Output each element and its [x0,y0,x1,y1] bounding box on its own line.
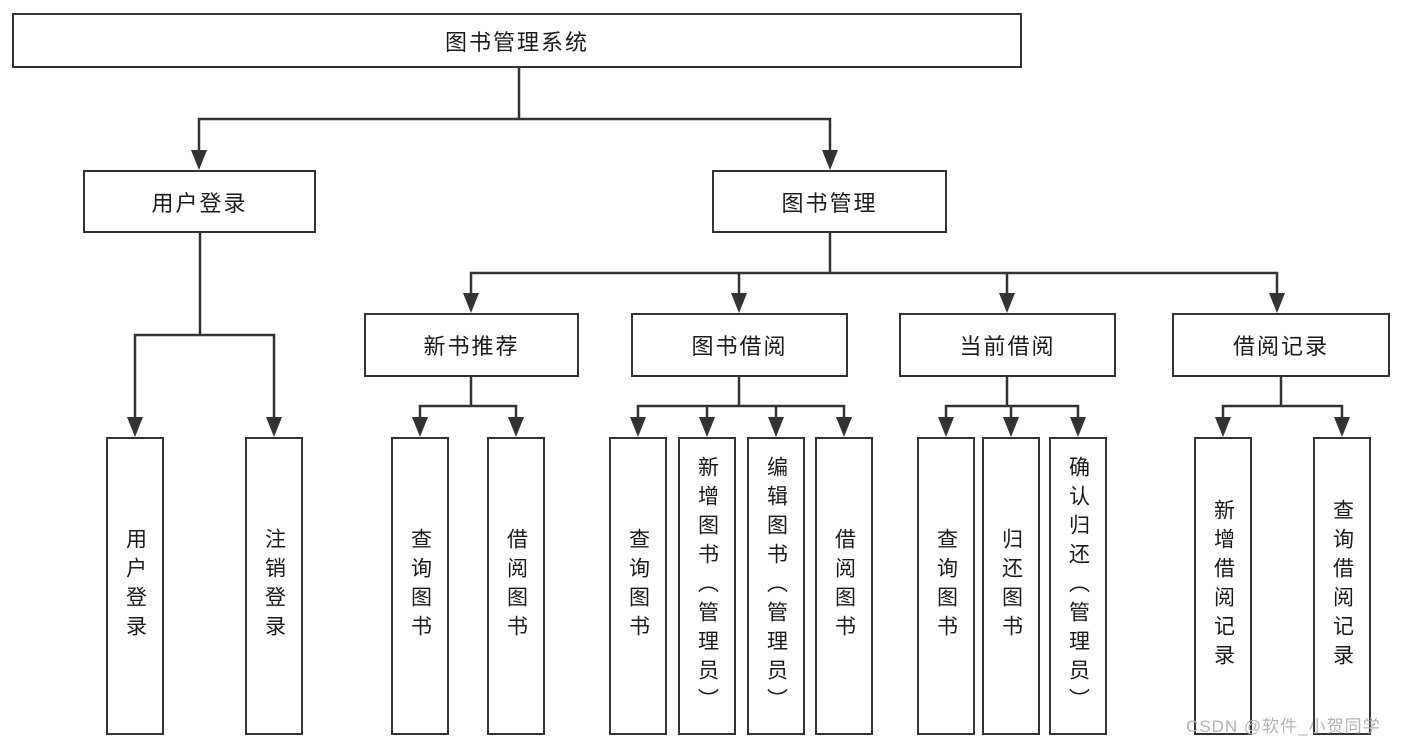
leaf-query-books-recommend-label: 查询图书 [408,528,432,644]
leaf-query-books-borrow: 查询图书 [609,437,667,735]
leaf-query-books-borrow-label: 查询图书 [626,528,650,644]
leaf-add-borrow-record-label: 新增借阅记录 [1211,499,1235,673]
leaf-add-borrow-record: 新增借阅记录 [1194,437,1252,735]
leaf-borrow-books-recommend-label: 借阅图书 [504,528,528,644]
leaf-query-books-current-label: 查询图书 [934,528,958,644]
leaf-borrow-books: 借阅图书 [815,437,873,735]
leaf-user-login: 用户登录 [106,437,164,735]
branch-current-borrow-label: 当前借阅 [959,334,1056,359]
branch-book-management-label: 图书管理 [781,190,878,216]
leaf-logout-label: 注销登录 [262,528,286,644]
leaf-user-login-label: 用户登录 [123,528,147,644]
leaf-add-book-admin: 新增图书（管理员） [678,437,736,735]
branch-new-book-recommend: 新书推荐 [364,313,579,377]
branch-borrow-records: 借阅记录 [1172,313,1390,377]
leaf-query-books-current: 查询图书 [917,437,975,735]
leaf-query-borrow-record-label: 查询借阅记录 [1330,499,1354,673]
branch-user-login: 用户登录 [83,170,316,233]
branch-current-borrow: 当前借阅 [899,313,1116,377]
branch-book-management: 图书管理 [712,170,947,233]
leaf-borrow-books-label: 借阅图书 [832,528,856,644]
root-node-label: 图书管理系统 [444,29,589,55]
watermark: CSDN @软件_小贺同学 [1186,717,1381,736]
leaf-logout: 注销登录 [245,437,303,735]
leaf-query-borrow-record: 查询借阅记录 [1313,437,1371,735]
leaf-add-book-admin-label: 新增图书（管理员） [695,455,719,717]
branch-book-borrow-label: 图书借阅 [691,334,788,359]
root-node: 图书管理系统 [12,13,1022,68]
branch-new-book-recommend-label: 新书推荐 [423,334,520,359]
branch-user-login-label: 用户登录 [151,190,248,216]
leaf-borrow-books-recommend: 借阅图书 [487,437,545,735]
leaf-confirm-return-admin-label: 确认归还（管理员） [1066,455,1090,717]
leaf-query-books-recommend: 查询图书 [391,437,449,735]
leaf-return-book-label: 归还图书 [999,528,1023,644]
leaf-edit-book-admin: 编辑图书（管理员） [747,437,805,735]
leaf-return-book: 归还图书 [982,437,1040,735]
branch-borrow-records-label: 借阅记录 [1232,334,1329,359]
leaf-edit-book-admin-label: 编辑图书（管理员） [764,455,788,717]
branch-book-borrow: 图书借阅 [631,313,848,377]
leaf-confirm-return-admin: 确认归还（管理员） [1049,437,1107,735]
